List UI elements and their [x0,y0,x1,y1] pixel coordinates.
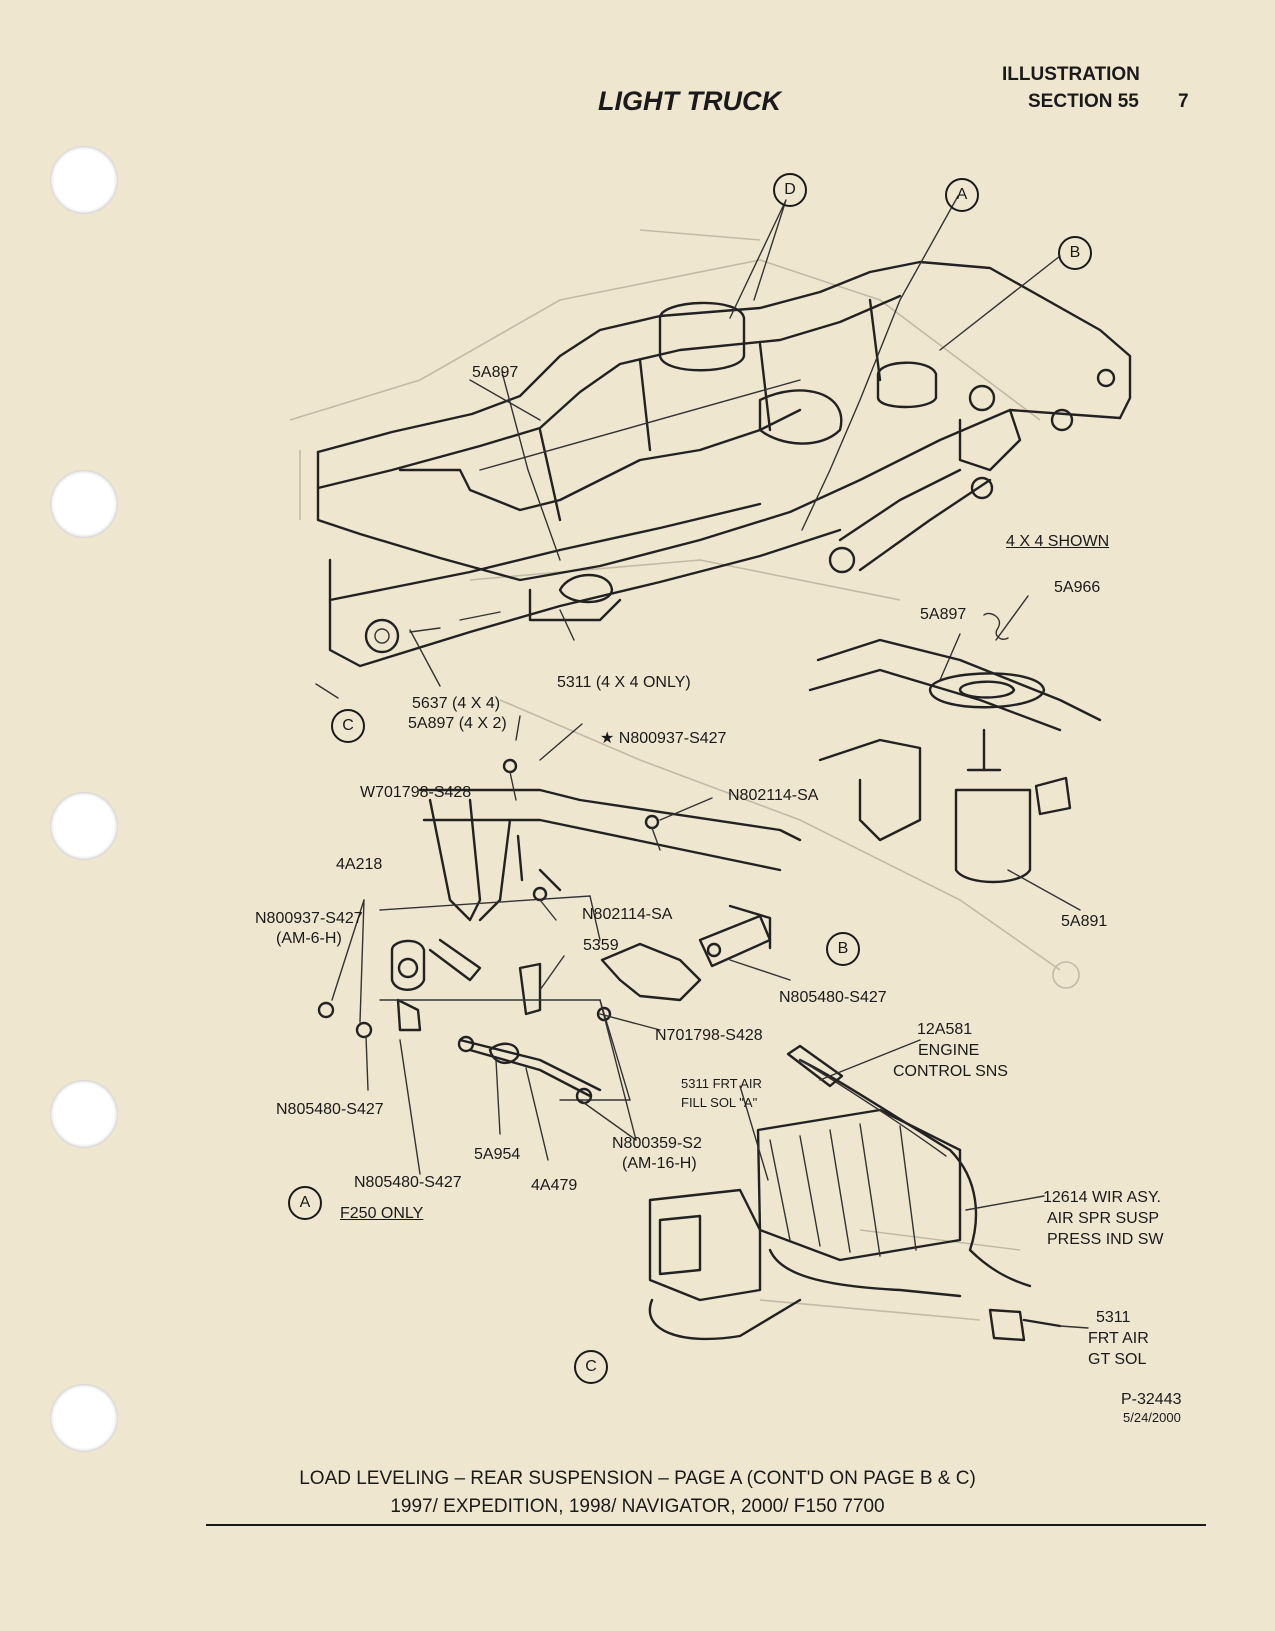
callout-d: D [773,173,807,207]
shock-mount-detail [808,612,1102,911]
part-label: 5359 [583,937,619,954]
part-label: CONTROL SNS [893,1063,1008,1080]
page-title: LIGHT TRUCK [598,86,781,116]
part-label: 5311 [1096,1309,1131,1326]
part-label: 5A897 (4 X 2) [408,715,507,732]
part-label: FRT AIR [1088,1330,1149,1347]
part-label: 5A954 [474,1146,521,1163]
part-label: AIR SPR SUSP [1047,1210,1160,1227]
binder-hole [50,470,118,538]
part-label: N805480-S427 [779,989,887,1006]
part-label: N800359-S2 [612,1135,702,1152]
footer-models: 1997/ EXPEDITION, 1998/ NAVIGATOR, 2000/… [390,1496,885,1517]
callout-b: B [1058,236,1092,270]
upper-leader-lines [315,195,1061,699]
part-label: N800937-S427 [255,910,363,927]
binder-hole [50,146,118,214]
callout-a: A [945,178,979,212]
part-label: FILL SOL "A" [681,1095,758,1110]
part-label: 4 X 4 SHOWN [1006,533,1110,550]
part-label: 12614 WIR ASY. [1043,1189,1161,1206]
part-label: N701798-S428 [655,1027,763,1044]
callout-b-detail: B [826,932,860,966]
part-label: 5311 (4 X 4 ONLY) [557,674,691,691]
part-label: 5A891 [1061,913,1108,930]
bleed-through-ghost [289,229,1080,1321]
part-label: N802114-SA [582,906,673,923]
part-label: 4A218 [336,856,383,873]
part-label: 4A479 [531,1177,578,1194]
part-label: 5A897 [472,364,519,381]
section-number: SECTION 55 [1028,91,1139,112]
section-title: ILLUSTRATION [1002,64,1140,85]
footer-title: LOAD LEVELING – REAR SUSPENSION – PAGE A… [299,1468,976,1489]
compressor-detail-c [648,1039,1089,1342]
part-label: 5637 (4 X 4) [412,695,501,712]
part-label: ENGINE [918,1042,980,1059]
part-label: GT SOL [1088,1351,1147,1368]
part-label: 5311 FRT AIR [681,1076,762,1091]
callout-c: C [331,709,365,743]
frame-assembly [316,260,1132,668]
binder-hole [50,1384,118,1452]
part-number: P-32443 [1121,1391,1182,1408]
page-number: 7 [1178,91,1189,112]
callout-c-detail: C [574,1350,608,1384]
part-label: W701798-S428 [360,784,472,801]
part-label: F250 ONLY [340,1205,424,1222]
callout-a-detail: A [288,1186,322,1220]
part-label: ★ N800937-S427 [600,730,727,747]
part-label: (AM-6-H) [276,930,342,947]
part-label: PRESS IND SW [1047,1231,1164,1248]
part-label: 12A581 [917,1021,973,1038]
footer-rule [206,1524,1206,1526]
f250-detail-a [317,715,802,1175]
part-label: N802114-SA [728,787,819,804]
binder-hole [50,1080,118,1148]
binder-hole [50,792,118,860]
part-label: (AM-16-H) [622,1155,697,1172]
part-label: 5A966 [1054,579,1101,596]
revision-date: 5/24/2000 [1123,1410,1181,1425]
part-label: N805480-S427 [276,1101,384,1118]
part-label: N805480-S427 [354,1174,462,1191]
part-label: 5A897 [920,606,967,623]
